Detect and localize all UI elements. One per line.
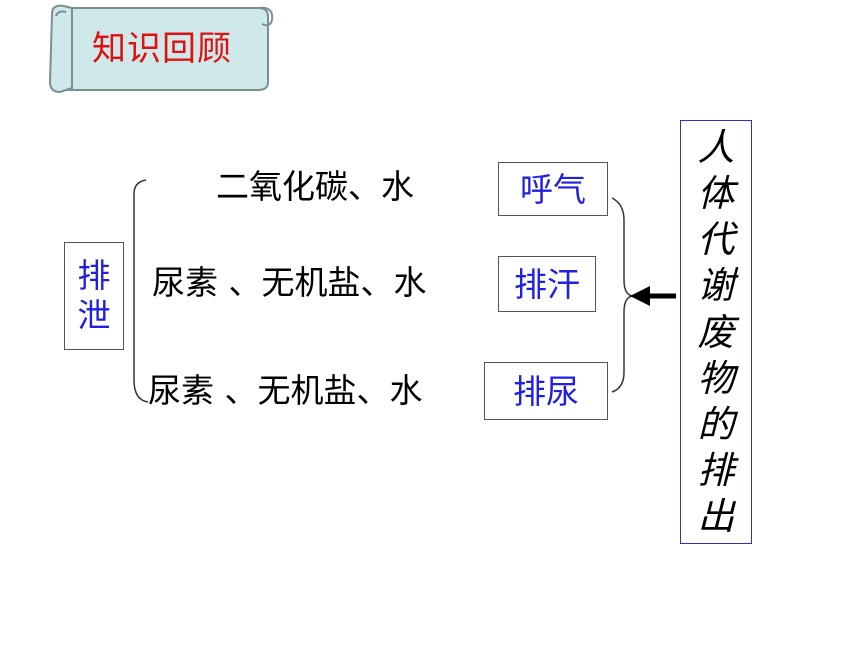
right-label-char: 人	[697, 126, 735, 169]
row-3-substances: 尿素 、无机盐、水	[148, 371, 423, 410]
right-label-char: 物	[697, 356, 735, 400]
right-label-char: 的	[697, 402, 735, 446]
right-label-char: 排	[697, 448, 735, 492]
right-label-char: 废	[697, 310, 735, 354]
right-label-char: 出	[697, 495, 735, 538]
page-title: 知识回顾	[92, 28, 232, 69]
arrow-head	[630, 286, 650, 306]
scroll-banner	[48, 4, 274, 94]
left-label-char: 泄	[77, 296, 111, 335]
row-1-substances: 二氧化碳、水	[216, 167, 414, 206]
row-3-process-box: 排尿	[484, 362, 608, 420]
right-label-char: 代	[697, 218, 735, 262]
right-label-char: 体	[697, 172, 735, 216]
row-2-process-box: 排汗	[498, 256, 596, 312]
row-1-process-box: 呼气	[498, 162, 608, 216]
left-label-box: 排 泄	[64, 242, 124, 350]
right-brace	[611, 197, 633, 393]
right-label-char: 谢	[697, 264, 735, 308]
left-label-char: 排	[77, 256, 111, 296]
left-brace	[133, 179, 149, 403]
row-2-substances: 尿素 、无机盐、水	[152, 263, 427, 302]
right-label-box: 人 体 代 谢 废 物 的 排 出	[680, 120, 752, 544]
